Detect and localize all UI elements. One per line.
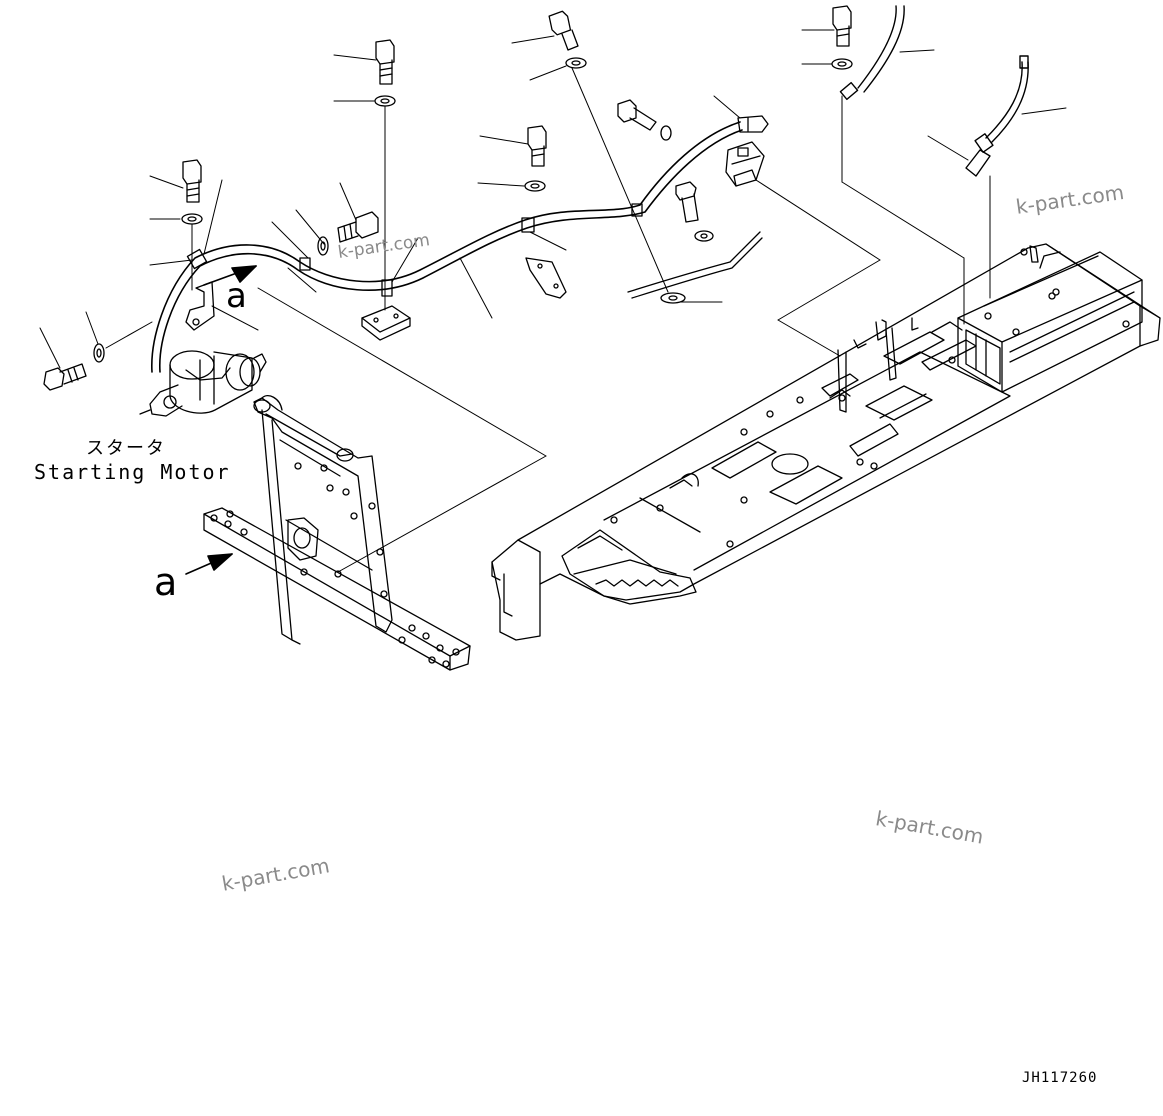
- bolt-center-top: [375, 39, 395, 85]
- revolving-frame: [491, 243, 1161, 641]
- battery-cable: [151, 121, 743, 373]
- starting-motor-label: Starting Motor: [34, 460, 231, 484]
- washer-center-top: [374, 95, 396, 107]
- washer-top-right: [831, 58, 853, 70]
- view-arrow-a-upper: [203, 265, 257, 286]
- battery-cable-positive: [839, 5, 905, 101]
- cable-bracket-left: [185, 281, 215, 331]
- starting-motor: [139, 350, 267, 417]
- washer-top-center: [565, 57, 587, 69]
- bolt-top-center: [548, 10, 579, 51]
- cable-terminal-top: [737, 115, 769, 133]
- starting-motor-label-jp: スタータ: [86, 438, 166, 459]
- vertical-frame: [203, 395, 471, 671]
- battery-relay: [725, 141, 765, 187]
- view-a-label-lower: a: [154, 560, 178, 604]
- washer-center-right: [524, 180, 546, 192]
- washer-center-lower: [694, 230, 714, 242]
- washer-top-left: [181, 213, 203, 225]
- bolt-center-lower: [675, 181, 699, 223]
- washer-horizontal-center: [317, 236, 329, 256]
- clamp-bracket-right: [525, 257, 567, 299]
- bolt-center-right: [527, 125, 547, 167]
- bolt-top-left: [182, 159, 202, 203]
- washer-relay-side: [660, 125, 672, 141]
- bolt-starter-lower: [43, 363, 87, 391]
- bolt-horizontal-center: [337, 211, 379, 243]
- bolt-relay-side: [617, 99, 657, 131]
- leader-lines: [39, 29, 1067, 573]
- drawing-number: JH117260: [1022, 1070, 1098, 1086]
- clamp-bracket-center: [361, 305, 411, 341]
- view-arrow-a-lower: [185, 553, 233, 575]
- ground-terminal: [627, 231, 763, 304]
- view-a-label-upper: a: [226, 276, 247, 316]
- washer-starter-lower: [93, 343, 105, 363]
- bolt-top-right: [832, 5, 852, 47]
- battery-cable-negative: [965, 55, 1029, 177]
- cable-sleeves: [186, 203, 643, 297]
